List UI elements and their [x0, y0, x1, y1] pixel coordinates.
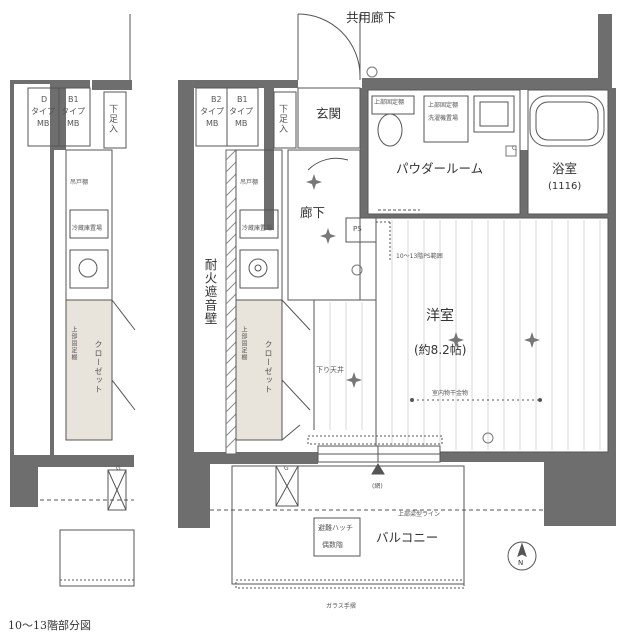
neighbor-type-label-1: タイプ: [31, 107, 55, 116]
fire-wall-label: 耐火遮音壁: [202, 258, 218, 326]
sensor-mark: [351, 264, 363, 276]
western-room-floor: [375, 217, 609, 453]
ps-note-label: 10〜13階PS範囲: [396, 253, 443, 260]
ps-label: PS: [353, 225, 362, 233]
neighbor-fridge-label: 冷蔵庫置場: [72, 225, 103, 232]
floor-note: 10〜13階部分図: [8, 619, 91, 632]
bath-size-label: (1116): [548, 181, 582, 192]
washer-space: [423, 95, 469, 143]
step-arrow-icon: [371, 463, 385, 475]
mark-c-label: C: [512, 145, 517, 152]
mb-b2-label: B2: [211, 95, 222, 104]
mb-label-2: MB: [235, 119, 248, 128]
balcony-label: バルコニー: [376, 530, 439, 545]
upper-beam-label: 上部梁型ライン: [398, 511, 441, 518]
neighbor-mb-label-2: MB: [67, 119, 80, 128]
entrance-door-swing: [297, 13, 361, 77]
closet-label: クローゼット: [264, 340, 273, 394]
neighbor-closet-label: クローゼット: [94, 340, 103, 394]
light-marks: [306, 174, 540, 388]
glass-rail: [235, 579, 465, 589]
closet-shelf-label: 上部固定棚: [240, 326, 247, 361]
neighbor-g-label: G: [116, 465, 121, 472]
western-room-label: 洋室: [426, 308, 454, 324]
cooktop: [239, 249, 279, 289]
wash-basin: [473, 95, 515, 133]
evac-hatch-floor-label: 偶数階: [322, 541, 343, 549]
sink: [239, 209, 279, 239]
indoor-hanger-label: 室内物干金物: [432, 390, 469, 397]
neighbor-kitchen-note-label: 吊戸棚: [70, 179, 89, 186]
glass-rail-label: ガラス手摺: [326, 603, 356, 610]
g-label: G: [284, 465, 289, 472]
wall-top: [362, 78, 612, 90]
flooring: [329, 220, 601, 450]
neighbor-closet: [65, 299, 113, 441]
kitchen-note-label: 吊戸棚: [240, 179, 259, 186]
mb-type-label-1: タイプ: [200, 107, 224, 116]
toilet: [377, 113, 403, 147]
fire-wall: [225, 149, 237, 455]
neighbor-type-label-2: タイプ: [61, 107, 85, 116]
north-compass-icon: [507, 541, 537, 571]
mount-label: (網): [372, 483, 383, 490]
fridge-label: 冷蔵庫置場: [242, 225, 273, 232]
bath-room: [527, 89, 609, 215]
toilet-shelf-label: 上部固定棚: [374, 99, 405, 106]
closet: [235, 299, 283, 441]
powder-room-label: パウダールーム: [396, 161, 484, 176]
corridor-floor: [287, 149, 361, 301]
neighbor-closet-shelf-label: 上部固定棚: [70, 326, 77, 361]
mb-b1-label: B1: [237, 95, 248, 104]
bathtub: [529, 95, 605, 147]
wall-bottom-right: [440, 452, 616, 462]
unit-walls: [178, 14, 616, 528]
lowered-ceiling-label: 下り天井: [316, 366, 344, 374]
wall-bottom-left: [178, 452, 318, 464]
wall-right: [608, 88, 616, 456]
wall-left: [178, 80, 194, 460]
north-label: N: [518, 559, 524, 567]
mb-label-1: MB: [206, 119, 219, 128]
entrance-label: 玄関: [316, 106, 342, 121]
common-corridor-label: 共用廊下: [346, 10, 397, 25]
neighbor-mb-d-label: D: [41, 95, 48, 104]
washer-shelf-label: 上部固定棚: [428, 102, 459, 109]
room-size-label: (約8.2帖): [414, 343, 467, 357]
shoe-storage-label: 下足入: [277, 104, 287, 134]
mb-type-label-2: タイプ: [229, 107, 253, 116]
balcony: [210, 463, 544, 589]
neighbor-unit: [10, 14, 136, 587]
bath-label: 浴室: [552, 161, 578, 176]
neighbor-shoe-storage: [103, 91, 127, 149]
corridor-label: 廊下: [300, 205, 326, 220]
evac-hatch: [313, 517, 361, 557]
neighbor-shoe-storage-label: 下足入: [107, 104, 117, 134]
powder-room: [367, 89, 521, 215]
neighbor-mb-label-1: MB: [37, 119, 50, 128]
neighbor-mb-b1-label: B1: [68, 95, 79, 104]
washer-label: 洗濯機置場: [428, 115, 459, 122]
evac-hatch-label: 避難ハッチ: [318, 524, 353, 532]
shoe-storage: [273, 91, 297, 149]
balcony-window: [307, 435, 443, 463]
